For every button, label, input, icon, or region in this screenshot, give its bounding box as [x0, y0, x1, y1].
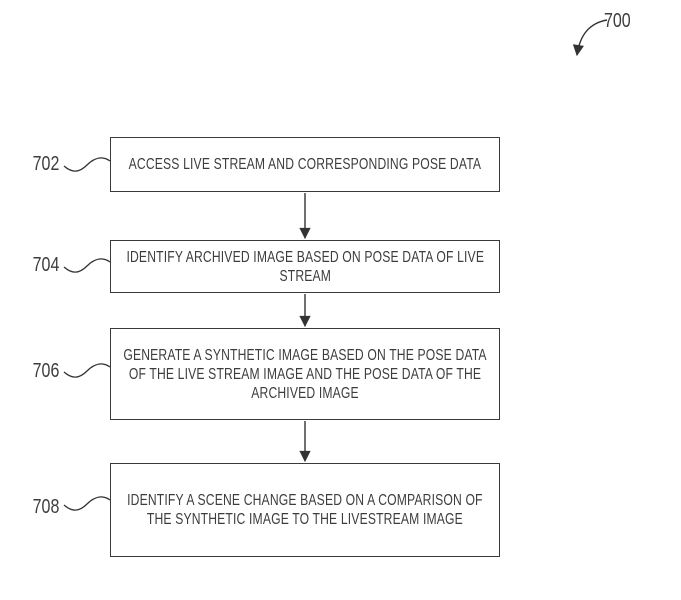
flow-step-box-706: GENERATE A SYNTHETIC IMAGE BASED ON THE …	[110, 328, 500, 420]
ref-label-708: 708	[32, 496, 60, 518]
ref-label-702: 702	[32, 153, 60, 175]
flow-step-text-706: GENERATE A SYNTHETIC IMAGE BASED ON THE …	[123, 346, 487, 402]
ref-label-704: 704	[32, 254, 60, 276]
flow-step-box-708: IDENTIFY A SCENE CHANGE BASED ON A COMPA…	[110, 463, 500, 557]
flow-step-text-702: ACCESS LIVE STREAM AND CORRESPONDING POS…	[128, 156, 482, 173]
ref-label-706: 706	[32, 360, 60, 382]
leader-squiggle-702	[63, 157, 111, 172]
figure-reference-arrow	[572, 19, 608, 57]
flow-step-box-702: ACCESS LIVE STREAM AND CORRESPONDING POS…	[110, 137, 500, 192]
leader-squiggle-706	[63, 363, 111, 378]
flow-step-box-704: IDENTIFY ARCHIVED IMAGE BASED ON POSE DA…	[110, 240, 500, 293]
leader-squiggle-704	[63, 258, 111, 273]
flow-step-text-704: IDENTIFY ARCHIVED IMAGE BASED ON POSE DA…	[126, 248, 484, 285]
leader-squiggle-708	[63, 496, 111, 511]
figure-reference-label: 700	[604, 10, 631, 32]
flow-step-text-708: IDENTIFY A SCENE CHANGE BASED ON A COMPA…	[127, 492, 483, 528]
